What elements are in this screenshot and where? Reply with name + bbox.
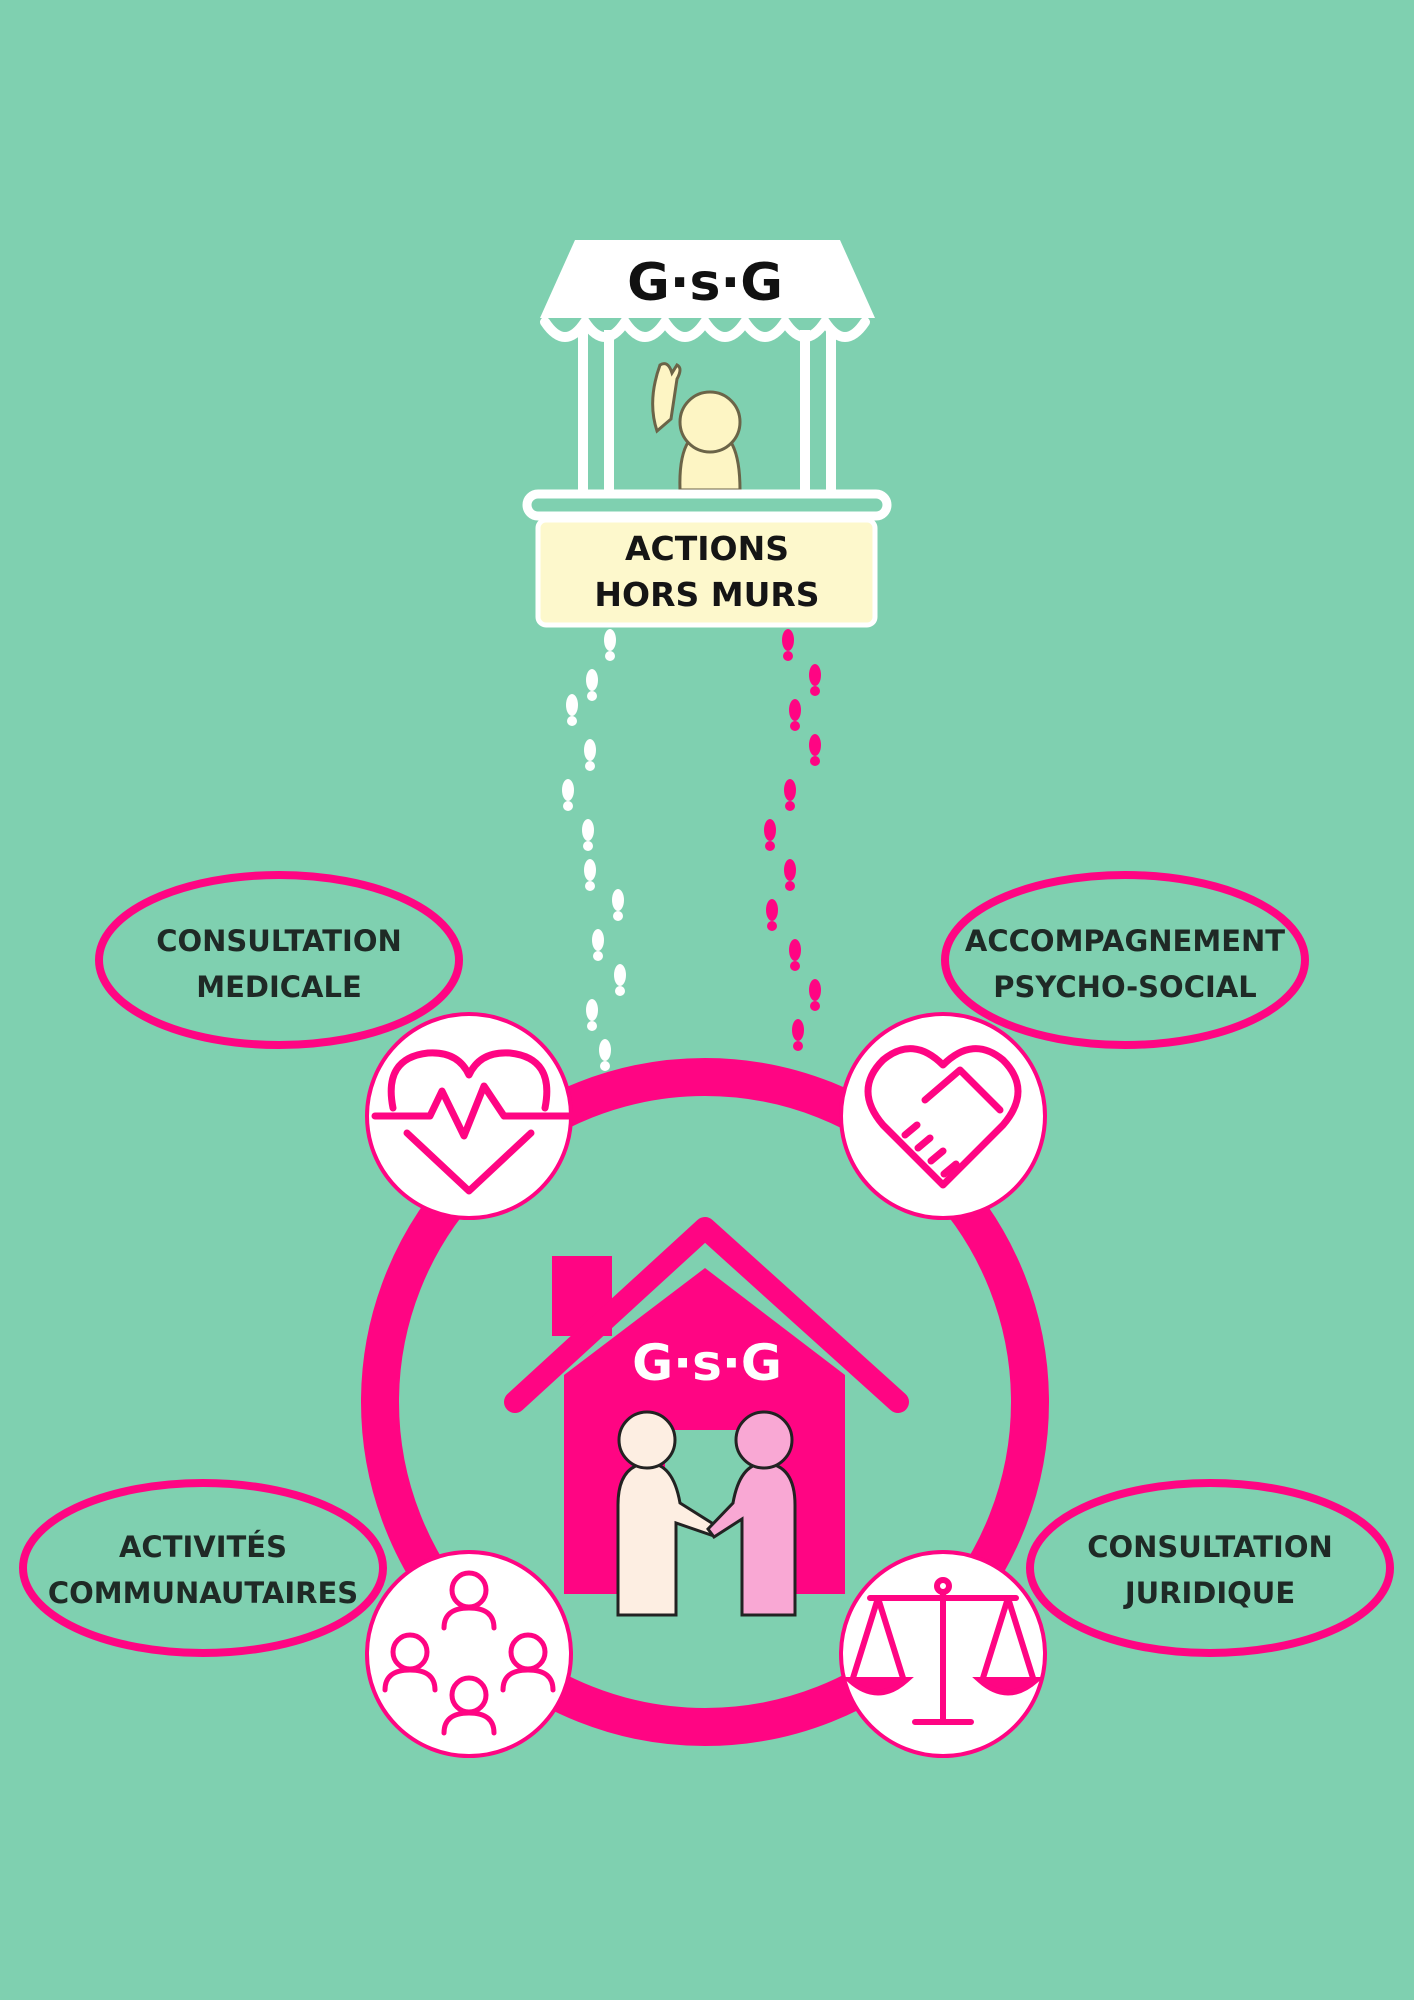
pink-footprints [764, 629, 821, 1051]
gsg-house: G·s·G [504, 1217, 909, 1617]
svg-text:CONSULTATION: CONSULTATION [156, 924, 402, 958]
services-ring [361, 1058, 1049, 1746]
label-consultation-juridique: CONSULTATION JURIDIQUE [1026, 1479, 1394, 1657]
waving-person [651, 362, 742, 492]
awning [540, 240, 875, 318]
svg-text:JURIDIQUE: JURIDIQUE [1123, 1576, 1295, 1610]
service-community [365, 1550, 573, 1758]
scales-icon [842, 1577, 1044, 1725]
label-consultation-medicale: CONSULTATION MEDICALE [95, 871, 463, 1049]
service-medical [365, 1012, 584, 1220]
service-legal [839, 1550, 1047, 1758]
handshake-people [616, 1410, 797, 1617]
stand-title-line1: ACTIONS [625, 529, 789, 568]
svg-text:PSYCHO-SOCIAL: PSYCHO-SOCIAL [993, 970, 1256, 1004]
stand-sign [535, 517, 878, 628]
heart-pulse-icon [371, 1049, 584, 1195]
stand-logo: G·s·G [627, 253, 783, 313]
svg-text:COMMUNAUTAIRES: COMMUNAUTAIRES [48, 1576, 358, 1610]
house-logo: G·s·G [632, 1334, 782, 1392]
svg-text:ACTIVITÉS: ACTIVITÉS [119, 1530, 287, 1564]
outreach-stand: G·s·G ACTIONS HORS MURS [522, 240, 892, 628]
svg-text:ACCOMPAGNEMENT: ACCOMPAGNEMENT [965, 924, 1285, 958]
svg-text:CONSULTATION: CONSULTATION [1087, 1530, 1333, 1564]
stand-title-line2: HORS MURS [594, 575, 819, 614]
svg-text:MEDICALE: MEDICALE [196, 970, 362, 1004]
label-accompagnement-psychosocial: ACCOMPAGNEMENT PSYCHO-SOCIAL [941, 871, 1309, 1049]
white-footprints [562, 629, 626, 1071]
heart-handshake-icon [864, 1045, 1022, 1189]
community-group-icon [382, 1570, 556, 1736]
service-psychosocial [839, 1012, 1047, 1220]
label-activites-communautaires: ACTIVITÉS COMMUNAUTAIRES [19, 1479, 387, 1657]
